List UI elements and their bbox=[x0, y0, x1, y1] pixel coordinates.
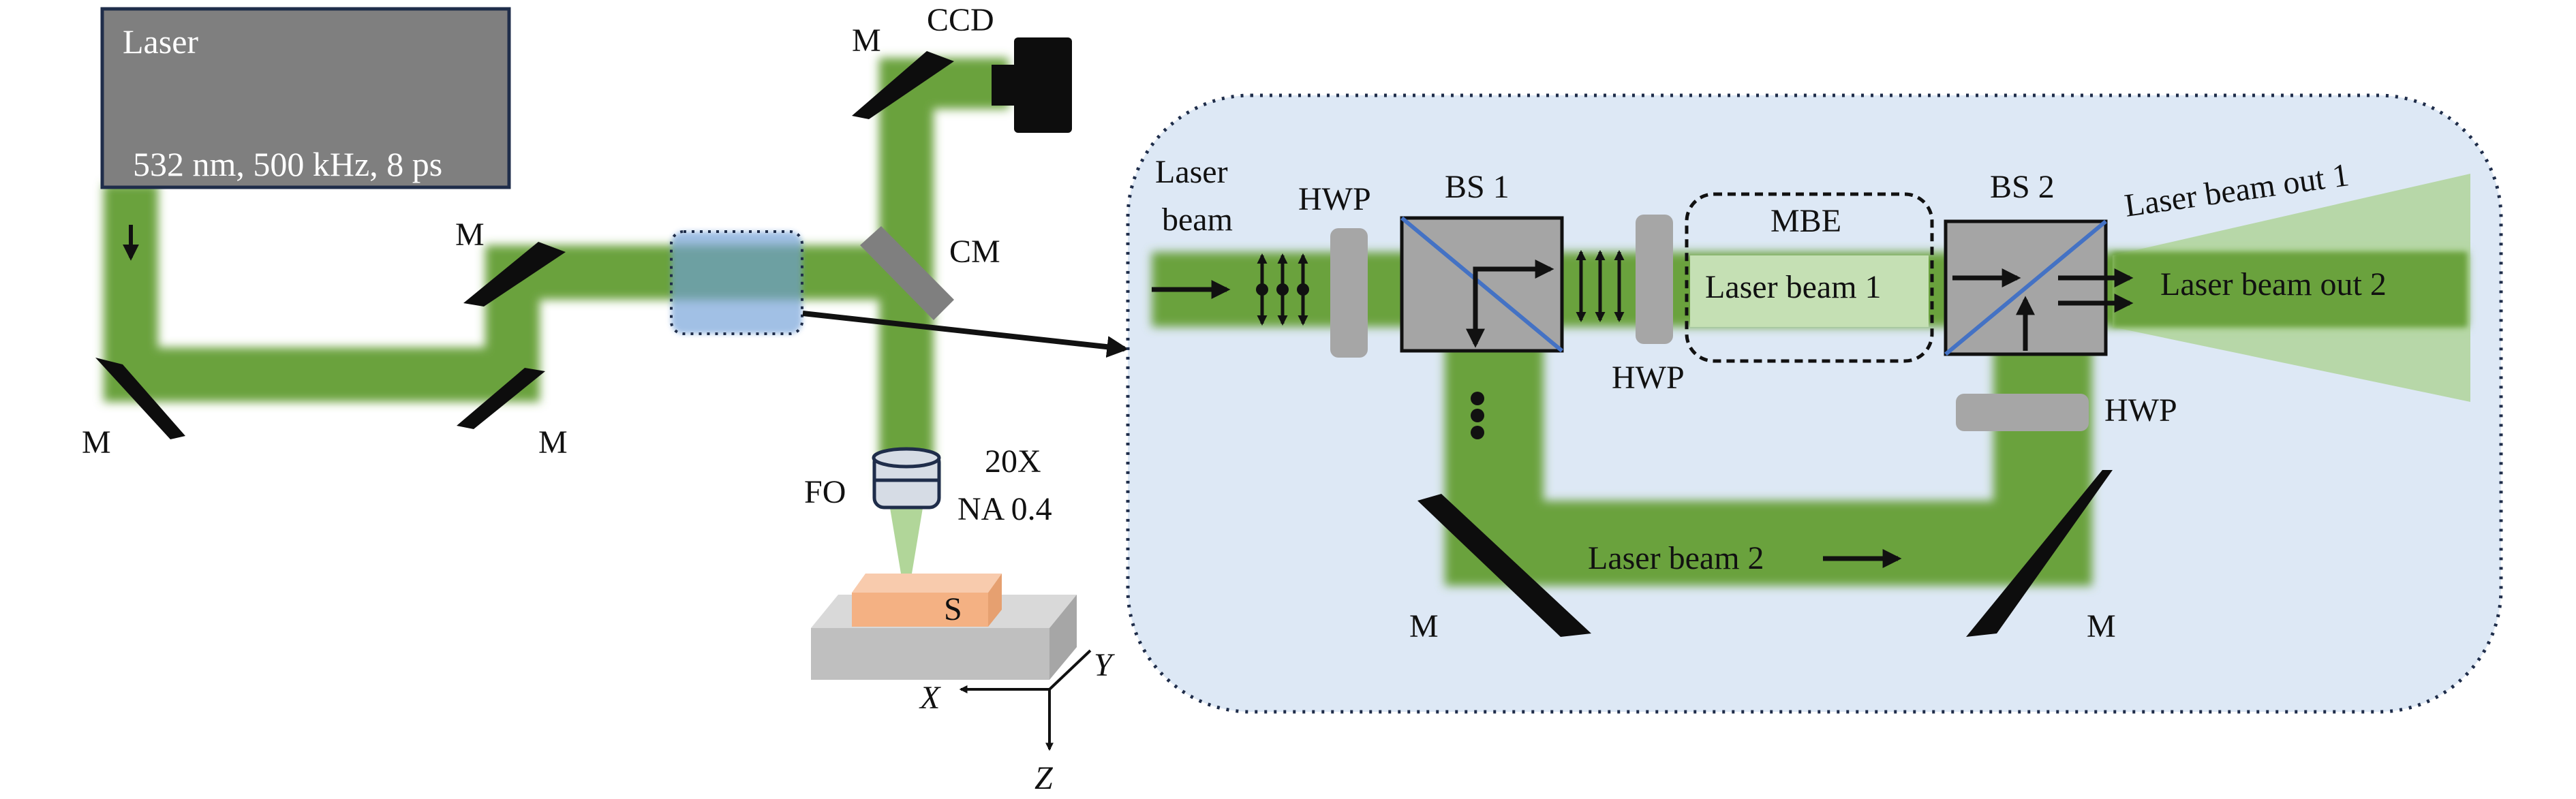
mbe-beam-region bbox=[1690, 255, 1929, 327]
hwp-plate-3 bbox=[1956, 394, 2089, 431]
mirror-bottom-left bbox=[95, 358, 185, 439]
mirror-bottom-right bbox=[457, 368, 545, 429]
axis-x-label: X bbox=[919, 680, 941, 716]
laser-beam-2-label: Laser beam 2 bbox=[1588, 540, 1764, 576]
objective-na-label: NA 0.4 bbox=[957, 491, 1052, 527]
axis-z-label: Z bbox=[1034, 760, 1054, 796]
axis-y-label: Y bbox=[1094, 647, 1115, 683]
mirror-top bbox=[852, 51, 954, 119]
sample bbox=[852, 574, 1002, 627]
mirror-label-4: M bbox=[852, 22, 881, 59]
mirror-label-1: M bbox=[82, 424, 111, 460]
hwp-label-3: HWP bbox=[2104, 392, 2177, 428]
beam-out-2-band bbox=[2113, 252, 2467, 327]
mirror-upper-left bbox=[463, 242, 566, 307]
ccd-camera-icon bbox=[992, 37, 1072, 133]
bs2-label: BS 2 bbox=[1990, 169, 2055, 205]
polarization-dots-1 bbox=[1256, 283, 1309, 296]
beam-splitter-1 bbox=[1400, 216, 1564, 353]
dichroic-mirror bbox=[860, 226, 954, 320]
inset-laser-beam-line1: Laser bbox=[1155, 154, 1228, 190]
inset-pointer-arrow bbox=[802, 311, 1129, 358]
mirror-label-3: M bbox=[455, 217, 485, 253]
focused-beam-cone bbox=[889, 504, 923, 586]
inset-laser-beam-line2: beam bbox=[1162, 202, 1233, 238]
polarization-s-dots bbox=[1471, 392, 1484, 439]
objective-mag-label: 20X bbox=[985, 443, 1041, 480]
laser-source: Laser 532 nm, 500 kHz, 8 ps bbox=[100, 7, 511, 189]
beam-expander bbox=[670, 230, 803, 335]
inset-mirror-label-right: M bbox=[2087, 608, 2116, 644]
inset-mirror-right bbox=[1966, 470, 2113, 637]
mbe-box bbox=[1685, 192, 1934, 363]
mirror-label-2: M bbox=[538, 424, 568, 460]
hwp-plate-2 bbox=[1636, 215, 1673, 344]
laser-title: Laser bbox=[123, 22, 198, 61]
cm-label: CM bbox=[949, 234, 1000, 270]
hwp-label-1: HWP bbox=[1298, 181, 1371, 217]
bs1-label: BS 1 bbox=[1445, 169, 1509, 205]
polarization-p-symbol bbox=[1576, 250, 1625, 322]
objective-lens-icon bbox=[872, 447, 941, 510]
ccd-label: CCD bbox=[927, 2, 994, 38]
laser-beam-out-2-label: Laser beam out 2 bbox=[2160, 266, 2387, 302]
inset-mirror-left bbox=[1417, 494, 1591, 637]
laser-beam-1-label: Laser beam 1 bbox=[1705, 269, 1882, 305]
mbe-label: MBE bbox=[1770, 203, 1841, 239]
laser-spec: 532 nm, 500 kHz, 8 ps bbox=[133, 145, 442, 183]
inset-mirror-label-left: M bbox=[1409, 608, 1439, 644]
hwp-plate-1 bbox=[1330, 228, 1368, 358]
hwp-label-2: HWP bbox=[1612, 360, 1685, 396]
fo-label: FO bbox=[804, 474, 846, 510]
axes-indicator bbox=[959, 649, 1092, 751]
sample-label: S bbox=[944, 591, 962, 627]
